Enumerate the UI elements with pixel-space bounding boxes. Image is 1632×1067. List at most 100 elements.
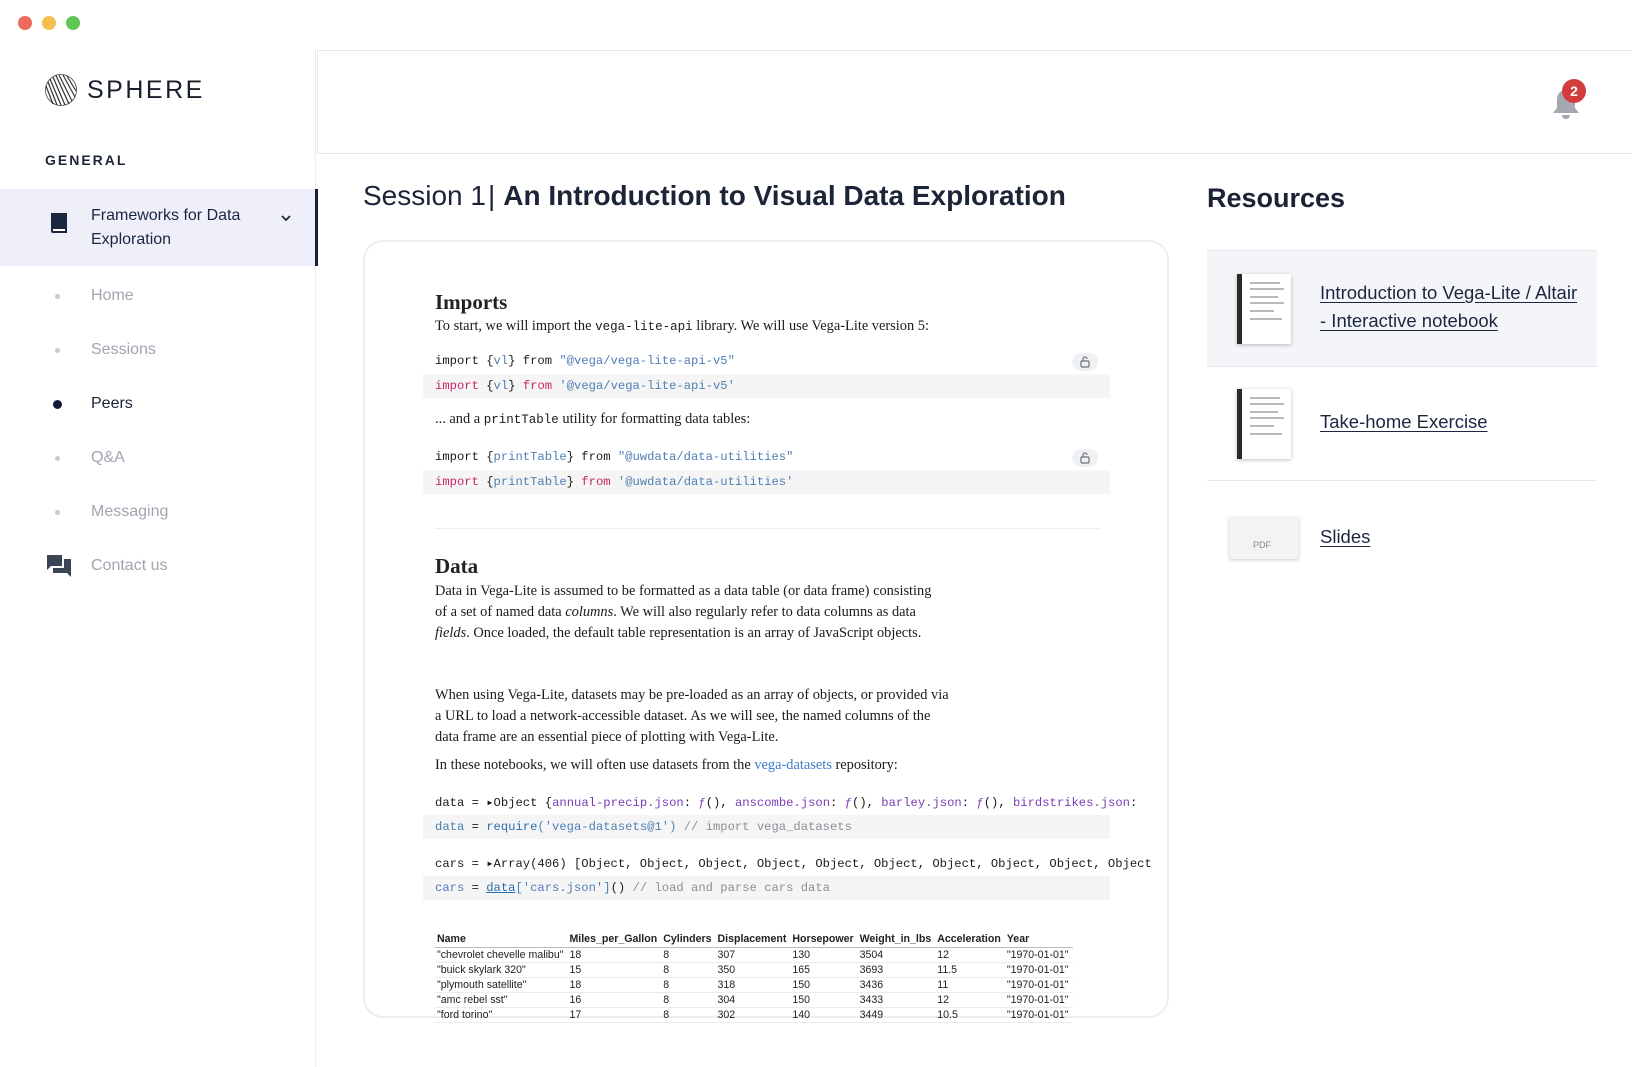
column-header: Cylinders <box>661 932 716 948</box>
column-header: Acceleration <box>935 932 1005 948</box>
vega-datasets-link[interactable]: vega-datasets <box>754 757 832 773</box>
sidebar-item-home[interactable]: Home <box>0 276 316 316</box>
cell-output[interactable]: cars = ▸Array(406) [Object, Object, Obje… <box>435 857 1152 871</box>
resource-link[interactable]: Slides <box>1320 526 1371 547</box>
chat-icon <box>47 555 71 577</box>
section-divider <box>435 528 1100 529</box>
code-cell[interactable]: import {vl} from '@vega/vega-lite-api-v5… <box>423 374 1110 398</box>
column-header: Name <box>435 932 568 948</box>
brand-logo[interactable]: SPHERE <box>45 74 205 106</box>
table-cell: 8 <box>661 947 716 963</box>
table-cell: 18 <box>567 977 662 993</box>
notebook-card[interactable]: Imports To start, we will import the veg… <box>363 240 1169 1023</box>
sidebar-item-label: Frameworks for Data Exploration <box>91 207 241 248</box>
table-cell: 8 <box>661 962 716 978</box>
column-header: Miles_per_Gallon <box>567 932 662 948</box>
table-cell: "amc rebel sst" <box>435 992 568 1008</box>
cars-data-table: Name Miles_per_Gallon Cylinders Displace… <box>435 932 1073 1023</box>
notification-badge[interactable]: 2 <box>1562 79 1586 103</box>
table-cell: 12 <box>935 992 1005 1008</box>
sphere-logo-icon <box>45 74 77 106</box>
table-cell: 3436 <box>857 977 936 993</box>
document-thumbnail <box>1237 274 1291 344</box>
bullet-icon <box>55 347 60 353</box>
sidebar-item-messaging[interactable]: Messaging <box>0 492 316 532</box>
table-cell: 3504 <box>857 947 936 963</box>
table-cell: 307 <box>715 947 791 963</box>
table-cell: 12 <box>935 947 1005 963</box>
imports-intro: To start, we will import the vega-lite-a… <box>435 316 1075 338</box>
sidebar-item-label: Contact us <box>91 557 168 574</box>
lock-toggle-button[interactable] <box>1072 353 1098 371</box>
cell-output: import {vl} from "@vega/vega-lite-api-v5… <box>435 354 735 368</box>
cell-output[interactable]: data = ▸Object {annual-precip.json: ƒ(),… <box>435 796 1138 810</box>
resource-item-exercise[interactable]: Take-home Exercise <box>1207 366 1597 480</box>
session-number: Session 1 <box>363 180 486 211</box>
resource-link[interactable]: Take-home Exercise <box>1320 411 1488 432</box>
column-header: Year <box>1004 932 1073 948</box>
table-cell: 304 <box>715 992 791 1008</box>
data-paragraph-1: Data in Vega-Lite is assumed to be forma… <box>435 583 932 641</box>
cell-output: import {printTable} from "@uwdata/data-u… <box>435 450 794 464</box>
table-header-row: Name Miles_per_Gallon Cylinders Displace… <box>435 932 1073 948</box>
sidebar-item-qa[interactable]: Q&A <box>0 438 316 478</box>
text-run: To start, we will import the <box>435 318 596 334</box>
sidebar-item-frameworks[interactable]: Frameworks for Data Exploration <box>0 189 318 266</box>
table-cell: 165 <box>790 962 858 978</box>
chevron-down-icon[interactable] <box>279 211 293 225</box>
page-title: Session 1|An Introduction to Visual Data… <box>363 180 1066 212</box>
code-cell[interactable]: data = require('vega-datasets@1') // imp… <box>423 815 1110 839</box>
lock-toggle-button[interactable] <box>1072 449 1098 467</box>
table-cell: "ford torino" <box>435 1007 568 1023</box>
data-paragraph-3: In these notebooks, we will often use da… <box>435 757 898 773</box>
minimize-window-button[interactable] <box>42 16 56 30</box>
table-cell: 3433 <box>857 992 936 1008</box>
code-cell[interactable]: import {printTable} from '@uwdata/data-u… <box>423 470 1110 494</box>
table-cell: 130 <box>790 947 858 963</box>
table-cell: 150 <box>790 977 858 993</box>
brand-name: SPHERE <box>87 75 205 104</box>
nav-section-label: GENERAL <box>45 152 128 168</box>
table-cell: "plymouth satellite" <box>435 977 568 993</box>
bullet-icon <box>55 509 60 515</box>
table-cell: 10.5 <box>935 1007 1005 1023</box>
inline-code: vega-lite-api <box>595 320 693 334</box>
bullet-active-icon <box>53 399 62 409</box>
top-bar: 2 <box>317 50 1632 154</box>
resources-heading: Resources <box>1207 183 1346 213</box>
sidebar-item-label: Q&A <box>91 449 125 466</box>
sidebar-item-sessions[interactable]: Sessions <box>0 330 316 370</box>
resource-item-notebook[interactable]: Introduction to Vega-Lite / Altair - Int… <box>1207 250 1597 366</box>
maximize-window-button[interactable] <box>66 16 80 30</box>
expand-triangle-icon[interactable]: ▸ <box>486 796 494 810</box>
resource-link[interactable]: Introduction to Vega-Lite / Altair - Int… <box>1320 282 1578 331</box>
sidebar-item-label: Home <box>91 287 134 304</box>
unlock-icon <box>1080 356 1090 368</box>
table-cell: "1970-01-01" <box>1004 962 1073 978</box>
sidebar: SPHERE GENERAL Frameworks for Data Explo… <box>0 50 318 1067</box>
pdf-label: PDF <box>1253 540 1271 550</box>
table-cell: 318 <box>715 977 791 993</box>
table-cell: "1970-01-01" <box>1004 947 1073 963</box>
close-window-button[interactable] <box>18 16 32 30</box>
column-header: Horsepower <box>790 932 858 948</box>
table-cell: 140 <box>790 1007 858 1023</box>
table-cell: 11 <box>935 977 1005 993</box>
resource-item-slides[interactable]: PDF Slides <box>1207 480 1597 590</box>
data-paragraph-2: When using Vega-Lite, datasets may be pr… <box>435 687 949 745</box>
table-cell: 8 <box>661 977 716 993</box>
table-cell: 15 <box>567 962 662 978</box>
text-run: library. We will use Vega-Lite version 5… <box>692 318 929 334</box>
column-header: Weight_in_lbs <box>857 932 936 948</box>
code-cell[interactable]: cars = data['cars.json']() // load and p… <box>423 876 1110 900</box>
sidebar-item-peers[interactable]: Peers <box>0 384 316 424</box>
sidebar-item-contact[interactable]: Contact us <box>0 546 316 586</box>
document-thumbnail <box>1237 389 1291 459</box>
sidebar-item-label: Messaging <box>91 503 169 520</box>
table-cell: "chevrolet chevelle malibu" <box>435 947 568 963</box>
